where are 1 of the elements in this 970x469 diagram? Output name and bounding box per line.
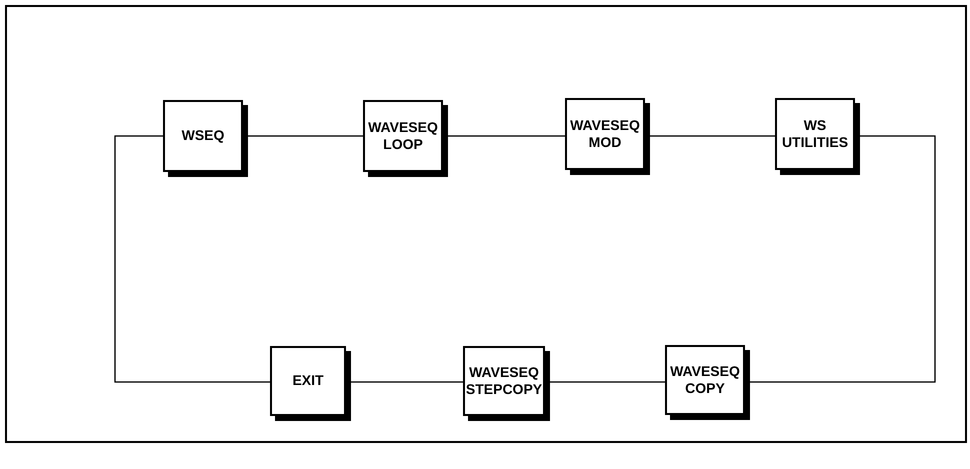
connector-line bbox=[114, 135, 270, 383]
